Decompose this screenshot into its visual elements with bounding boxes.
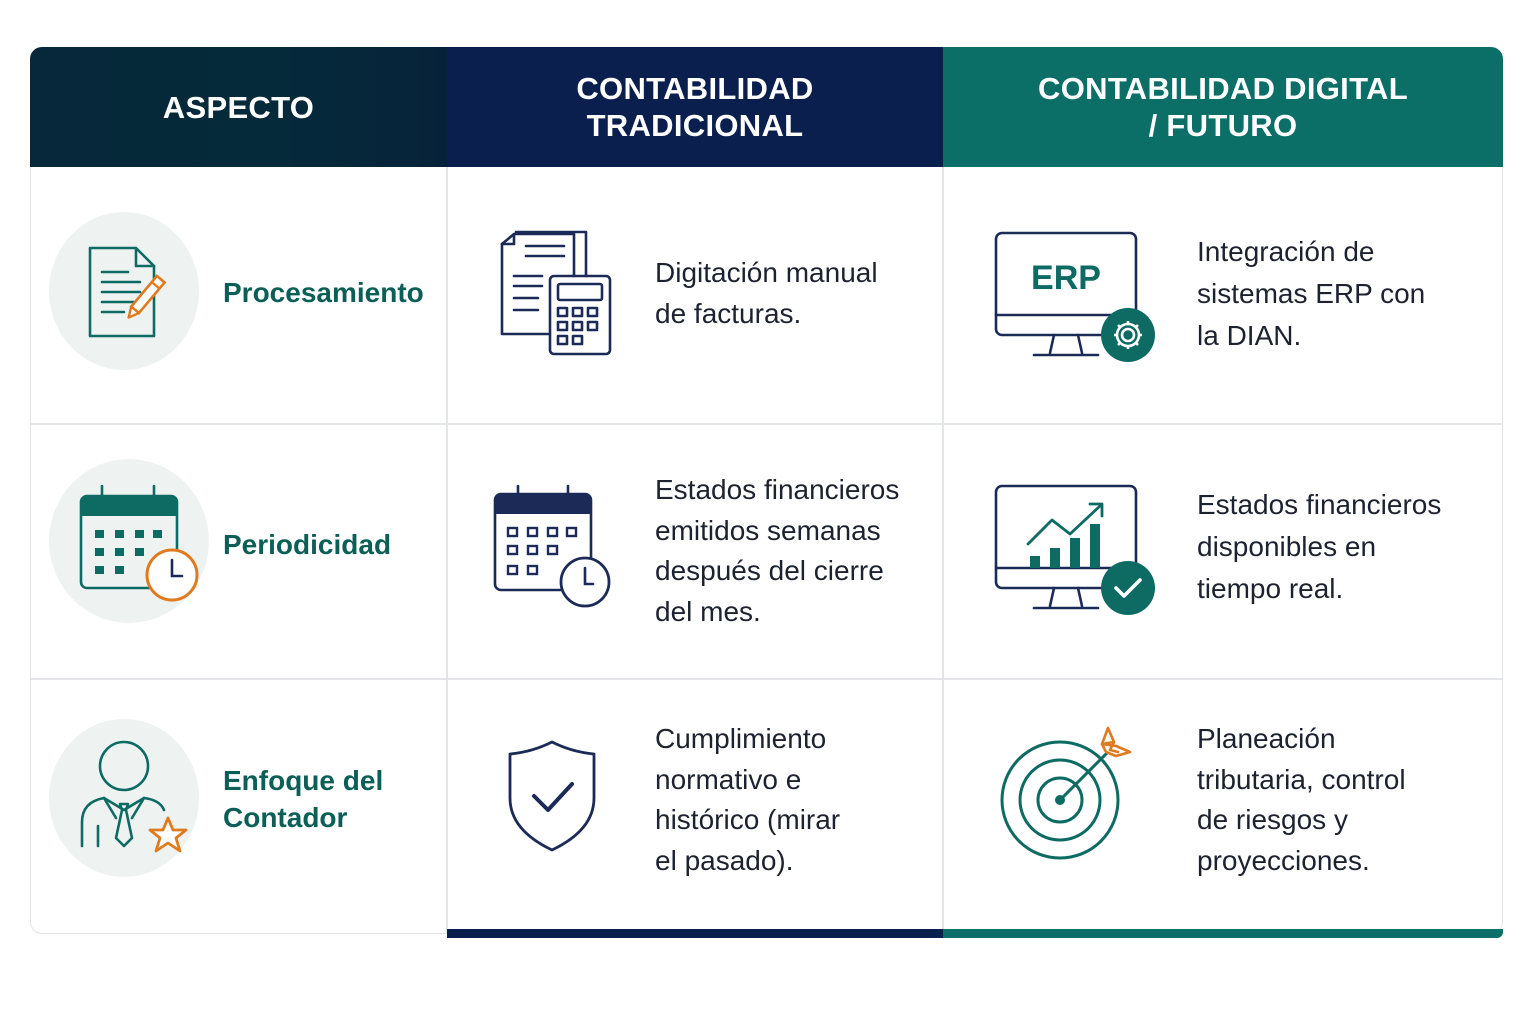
header-digital-line2: / FUTURO bbox=[1148, 108, 1298, 143]
text-line: Estados financieros bbox=[655, 474, 900, 505]
traditional-cell-3: Cumplimiento normativo e histórico (mira… bbox=[655, 719, 920, 881]
aspect-label-line: Contador bbox=[223, 802, 348, 833]
accountant-star-icon bbox=[80, 740, 188, 853]
text-line: tributaria, control bbox=[1197, 763, 1406, 795]
text-line: Planeación bbox=[1197, 723, 1336, 754]
row-divider bbox=[31, 678, 1502, 680]
text-line: disponibles en bbox=[1197, 531, 1377, 562]
digital-cell-1: Integración de sistemas ERP con la DIAN. bbox=[1197, 231, 1482, 357]
monitor-chart-check-icon bbox=[994, 484, 1155, 615]
text-line: emitidos semanas bbox=[655, 514, 881, 546]
text-line: normativo e bbox=[655, 763, 802, 795]
calendar-clock-icon bbox=[79, 484, 199, 602]
text-line: del mes. bbox=[655, 595, 761, 627]
text-line: proyecciones. bbox=[1197, 844, 1370, 876]
traditional-column-bottom-bar bbox=[447, 929, 943, 938]
traditional-cell-1: Digitación manual de facturas. bbox=[655, 253, 920, 334]
aspect-label: Procesamiento bbox=[223, 277, 424, 308]
documents-calculator-icon bbox=[500, 230, 612, 356]
header-traditional-line2: TRADICIONAL bbox=[586, 108, 804, 143]
header-aspect: ASPECTO bbox=[30, 47, 447, 167]
aspect-label-enfoque: Enfoque del Contador bbox=[223, 762, 383, 836]
header-traditional: CONTABILIDAD TRADICIONAL bbox=[447, 47, 943, 167]
target-arrow-icon bbox=[1000, 726, 1132, 860]
header-digital-line1: CONTABILIDAD DIGITAL bbox=[1038, 71, 1408, 106]
column-divider bbox=[446, 167, 448, 933]
text-line: después del cierre bbox=[655, 555, 884, 586]
row-divider bbox=[31, 423, 1502, 425]
text-line: Integración de bbox=[1197, 236, 1375, 267]
document-edit-icon bbox=[88, 246, 167, 338]
erp-label: ERP bbox=[1031, 259, 1101, 297]
text-line: la DIAN. bbox=[1197, 320, 1302, 351]
traditional-cell-2: Estados financieros emitidos semanas des… bbox=[655, 470, 920, 632]
shield-check-icon bbox=[508, 740, 596, 852]
text-line: sistemas ERP con bbox=[1197, 278, 1426, 309]
text-line: de facturas. bbox=[655, 297, 802, 329]
header-traditional-line1: CONTABILIDAD bbox=[576, 71, 814, 106]
calendar-clock-icon bbox=[493, 484, 611, 608]
aspect-icon-circle bbox=[49, 719, 199, 877]
erp-monitor-gear-icon: ERP bbox=[994, 231, 1155, 362]
header-aspect-label: ASPECTO bbox=[162, 89, 315, 125]
aspect-label-line: Enfoque del bbox=[223, 765, 384, 796]
header-digital: CONTABILIDAD DIGITAL / FUTURO bbox=[943, 47, 1503, 167]
text-line: tiempo real. bbox=[1197, 573, 1344, 604]
column-divider bbox=[942, 167, 944, 933]
text-line: Digitación manual bbox=[655, 257, 878, 288]
aspect-label: Periodicidad bbox=[223, 529, 392, 560]
text-line: Cumplimiento bbox=[655, 723, 827, 754]
digital-cell-3: Planeación tributaria, control de riesgo… bbox=[1197, 719, 1482, 881]
digital-column-bottom-bar bbox=[943, 929, 1503, 938]
text-line: histórico (mirar bbox=[655, 804, 841, 835]
digital-cell-2: Estados financieros disponibles en tiemp… bbox=[1197, 484, 1482, 610]
text-line: el pasado). bbox=[655, 844, 794, 876]
text-line: de riesgos y bbox=[1197, 804, 1348, 835]
text-line: Estados financieros bbox=[1197, 489, 1442, 520]
